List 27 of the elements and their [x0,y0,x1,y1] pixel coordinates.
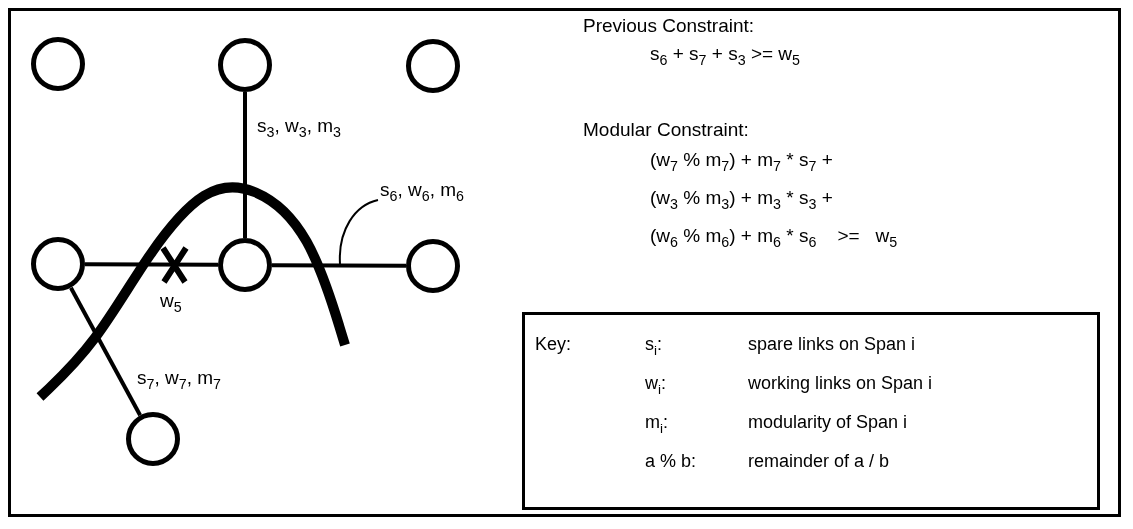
key-definition: working links on Span i [748,374,933,394]
network-node-circle [406,39,460,93]
constraint-equation: (w$_{6}$ % m$_{6}$) + m$_{6}$ * s$_{6}$ >= w$_{5}$ [650,226,898,251]
network-node-circle [31,37,85,91]
link-line [85,262,218,267]
key-heading: Key: [535,335,572,355]
constraint-heading: Previous Constraint: [583,16,755,37]
network-node-circle [406,239,460,293]
network-node-circle [126,412,180,466]
network-node-circle [31,237,85,291]
network-node-circle [218,238,272,292]
key-definition: remainder of a / b [748,452,890,472]
link-line [243,92,247,238]
link-line [69,286,142,417]
constraint-heading: Modular Constraint: [583,120,749,141]
constraint-equation: s$_{6}$ + s$_{7}$ + s$_{3}$ >= w$_{5}$ [650,44,801,69]
key-symbol: w$_{i}$: [645,374,666,398]
constraint-equation: (w$_{3}$ % m$_{3}$) + m$_{3}$ * s$_{3}$ + [650,188,833,213]
key-symbol: m$_{i}$: [645,413,668,437]
link-line [272,263,406,268]
key-definition: modularity of Span i [748,413,908,433]
key-definition: spare links on Span i [748,335,916,355]
key-symbol: s$_{i}$: [645,335,662,359]
key-symbol: a % b: [645,452,697,472]
network-node-circle [218,38,272,92]
key-box [522,312,1100,510]
constraint-equation: (w$_{7}$ % m$_{7}$) + m$_{7}$ * s$_{7}$ + [650,150,833,175]
